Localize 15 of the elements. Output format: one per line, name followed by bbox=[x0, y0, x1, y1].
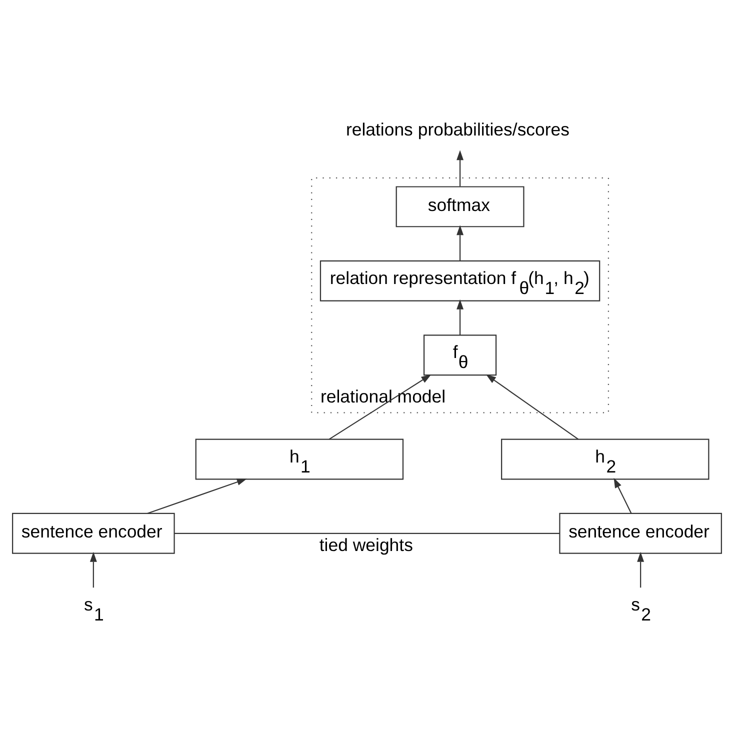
arrow bbox=[456, 225, 464, 261]
node-box: sentence encoder bbox=[12, 512, 175, 554]
arrow bbox=[328, 374, 432, 440]
arrow bbox=[90, 552, 97, 588]
arrow bbox=[456, 299, 464, 336]
arrow bbox=[147, 478, 247, 514]
node-box: sentence encoder bbox=[559, 512, 722, 554]
node-box: softmax bbox=[396, 186, 524, 228]
arrow bbox=[637, 552, 644, 588]
arrow bbox=[614, 478, 632, 514]
node-text: relations probabilities/scores bbox=[346, 120, 570, 140]
edge-label: tied weights bbox=[319, 534, 413, 555]
connector bbox=[174, 532, 560, 534]
arrow bbox=[486, 374, 578, 440]
arrow bbox=[456, 150, 464, 186]
